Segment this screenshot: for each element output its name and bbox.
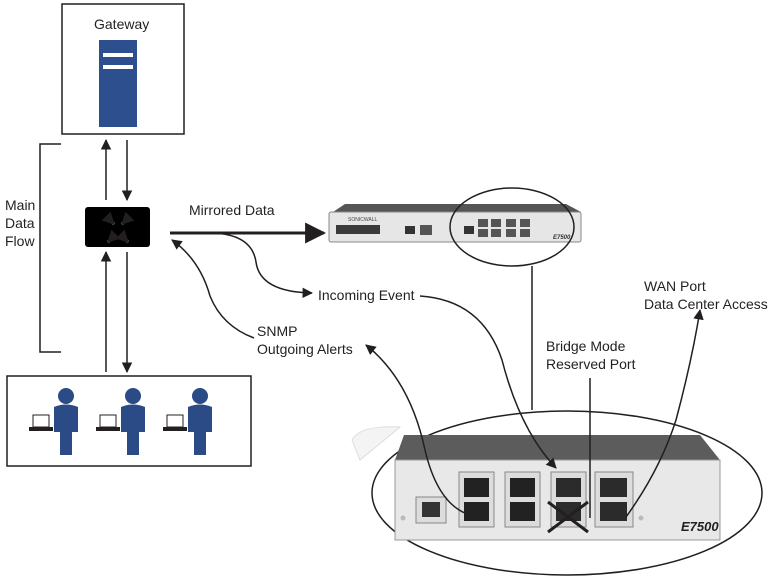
switch-icon xyxy=(85,207,150,247)
main-data-flow-bracket xyxy=(39,143,61,353)
port-highlight-small xyxy=(449,187,575,267)
wan-port-label-1: WAN Port xyxy=(644,278,706,294)
incoming-event-arrow xyxy=(213,232,314,299)
snmp-alerts-arrow xyxy=(365,344,471,516)
bridge-mode-label-1: Bridge Mode xyxy=(546,338,626,354)
mirrored-data-label: Mirrored Data xyxy=(189,202,275,218)
bridge-mode-label-2: Reserved Port xyxy=(546,356,636,372)
appliance-icon: SONICWALL E7500 xyxy=(328,204,582,243)
gateway-server-icon xyxy=(99,40,137,127)
wan-port-arrow xyxy=(625,308,704,518)
zoomed-appliance: E7500 xyxy=(351,410,763,576)
gateway-label: Gateway xyxy=(94,16,150,32)
user-laptop-icon xyxy=(163,388,212,455)
snmp-label-2: Outgoing Alerts xyxy=(257,341,353,357)
incoming-event-label: Incoming Event xyxy=(318,287,415,303)
incoming-event-to-port-arrow xyxy=(419,295,557,469)
appliance-model-small: E7500 xyxy=(553,235,571,241)
port-x-icon xyxy=(547,500,589,534)
gateway-box xyxy=(61,3,185,135)
wan-port-label-2: Data Center Access xyxy=(644,296,768,312)
user-laptop-icon xyxy=(29,388,78,455)
user-laptop-icon xyxy=(96,388,145,455)
main-data-flow-label-3: Flow xyxy=(5,233,35,249)
users-box xyxy=(6,375,252,467)
snmp-label-1: SNMP xyxy=(257,323,298,339)
main-data-flow-label-1: Main xyxy=(5,197,36,213)
appliance-vendor-label: SONICWALL xyxy=(348,217,377,223)
snmp-to-switch-arrow xyxy=(171,239,255,339)
appliance-model-large: E7500 xyxy=(681,519,719,534)
main-data-flow-label-2: Data xyxy=(5,215,35,231)
